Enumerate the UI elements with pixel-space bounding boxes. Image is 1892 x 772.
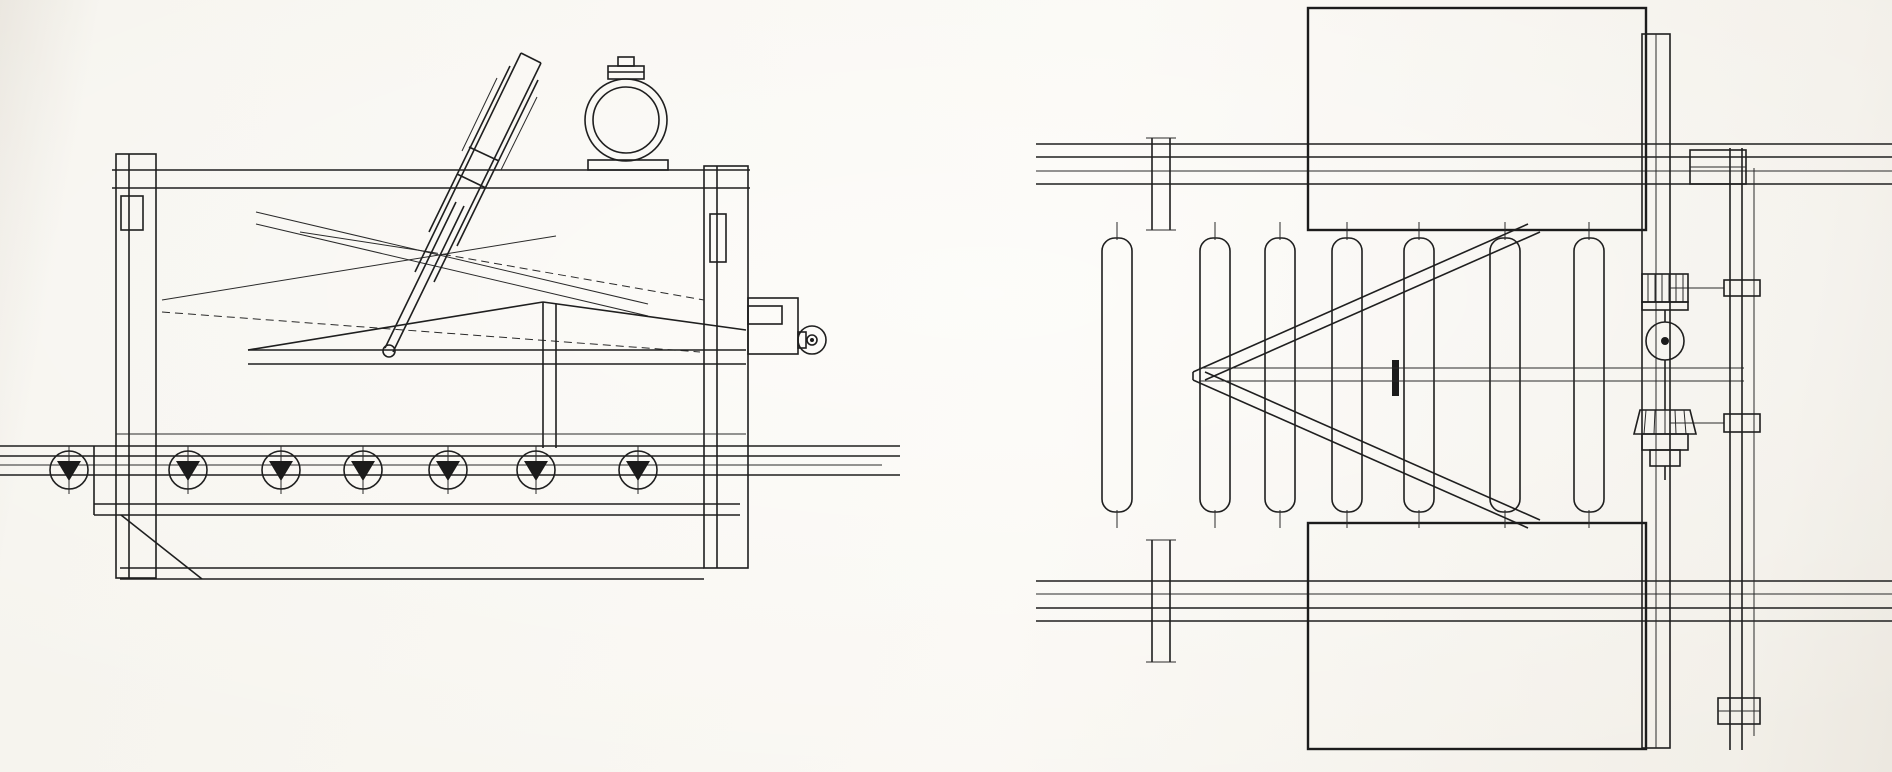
hopper-lines — [161, 211, 705, 353]
handwheel — [584, 56, 669, 171]
conveyor-side-rails — [1036, 143, 1892, 622]
plan-view — [1036, 6, 1892, 751]
transverse-roller — [1489, 222, 1521, 528]
drive-actuator — [747, 297, 827, 355]
idler-rollers — [49, 446, 658, 494]
drive-unit — [1632, 273, 1698, 480]
centerlines — [1199, 287, 1744, 424]
mounting-bolts — [1146, 137, 1176, 663]
v-plow-blade — [1192, 223, 1541, 529]
transverse-roller — [1573, 222, 1605, 528]
plow-center-mark — [1392, 360, 1399, 396]
upper-hopper-outline — [1306, 6, 1648, 232]
inclined-cylinder — [382, 52, 542, 358]
transverse-roller — [1331, 222, 1363, 528]
idler-roller — [516, 446, 556, 494]
idler-roller — [168, 446, 208, 494]
base-frame — [93, 446, 740, 580]
transverse-roller — [1403, 222, 1435, 528]
idler-roller — [618, 446, 658, 494]
transverse-roller — [1264, 222, 1296, 528]
idler-roller — [343, 446, 383, 494]
right-frame-strip — [1641, 33, 1671, 749]
transverse-roller — [1199, 222, 1231, 528]
idler-roller — [49, 446, 89, 494]
idler-roller — [261, 446, 301, 494]
transverse-rollers — [1101, 222, 1605, 528]
idler-roller — [428, 446, 468, 494]
lower-hopper-outline — [1306, 521, 1648, 751]
right-frame-lines — [1689, 148, 1761, 750]
transverse-roller — [1101, 222, 1133, 528]
side-elevation-view — [0, 52, 900, 580]
